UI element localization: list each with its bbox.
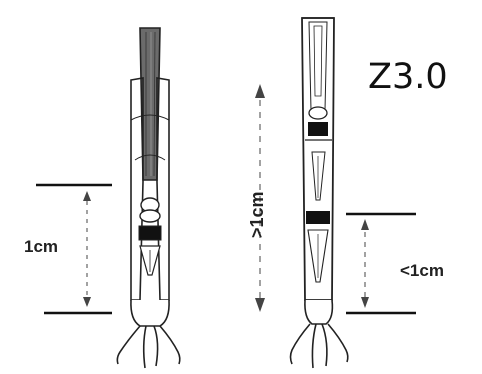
stage-label: Z3.0 (368, 57, 448, 97)
left-measure-label: 1cm (24, 237, 58, 256)
right-upper-measurement: >1cm (247, 84, 267, 312)
right-lower-measure-label: <1cm (400, 261, 444, 280)
left-seedling (117, 28, 179, 368)
right-seedling (291, 18, 348, 368)
right-upper-measure-label: >1cm (247, 191, 267, 238)
left-measurement: 1cm (24, 185, 112, 313)
right-lower-measurement: <1cm (346, 214, 444, 313)
